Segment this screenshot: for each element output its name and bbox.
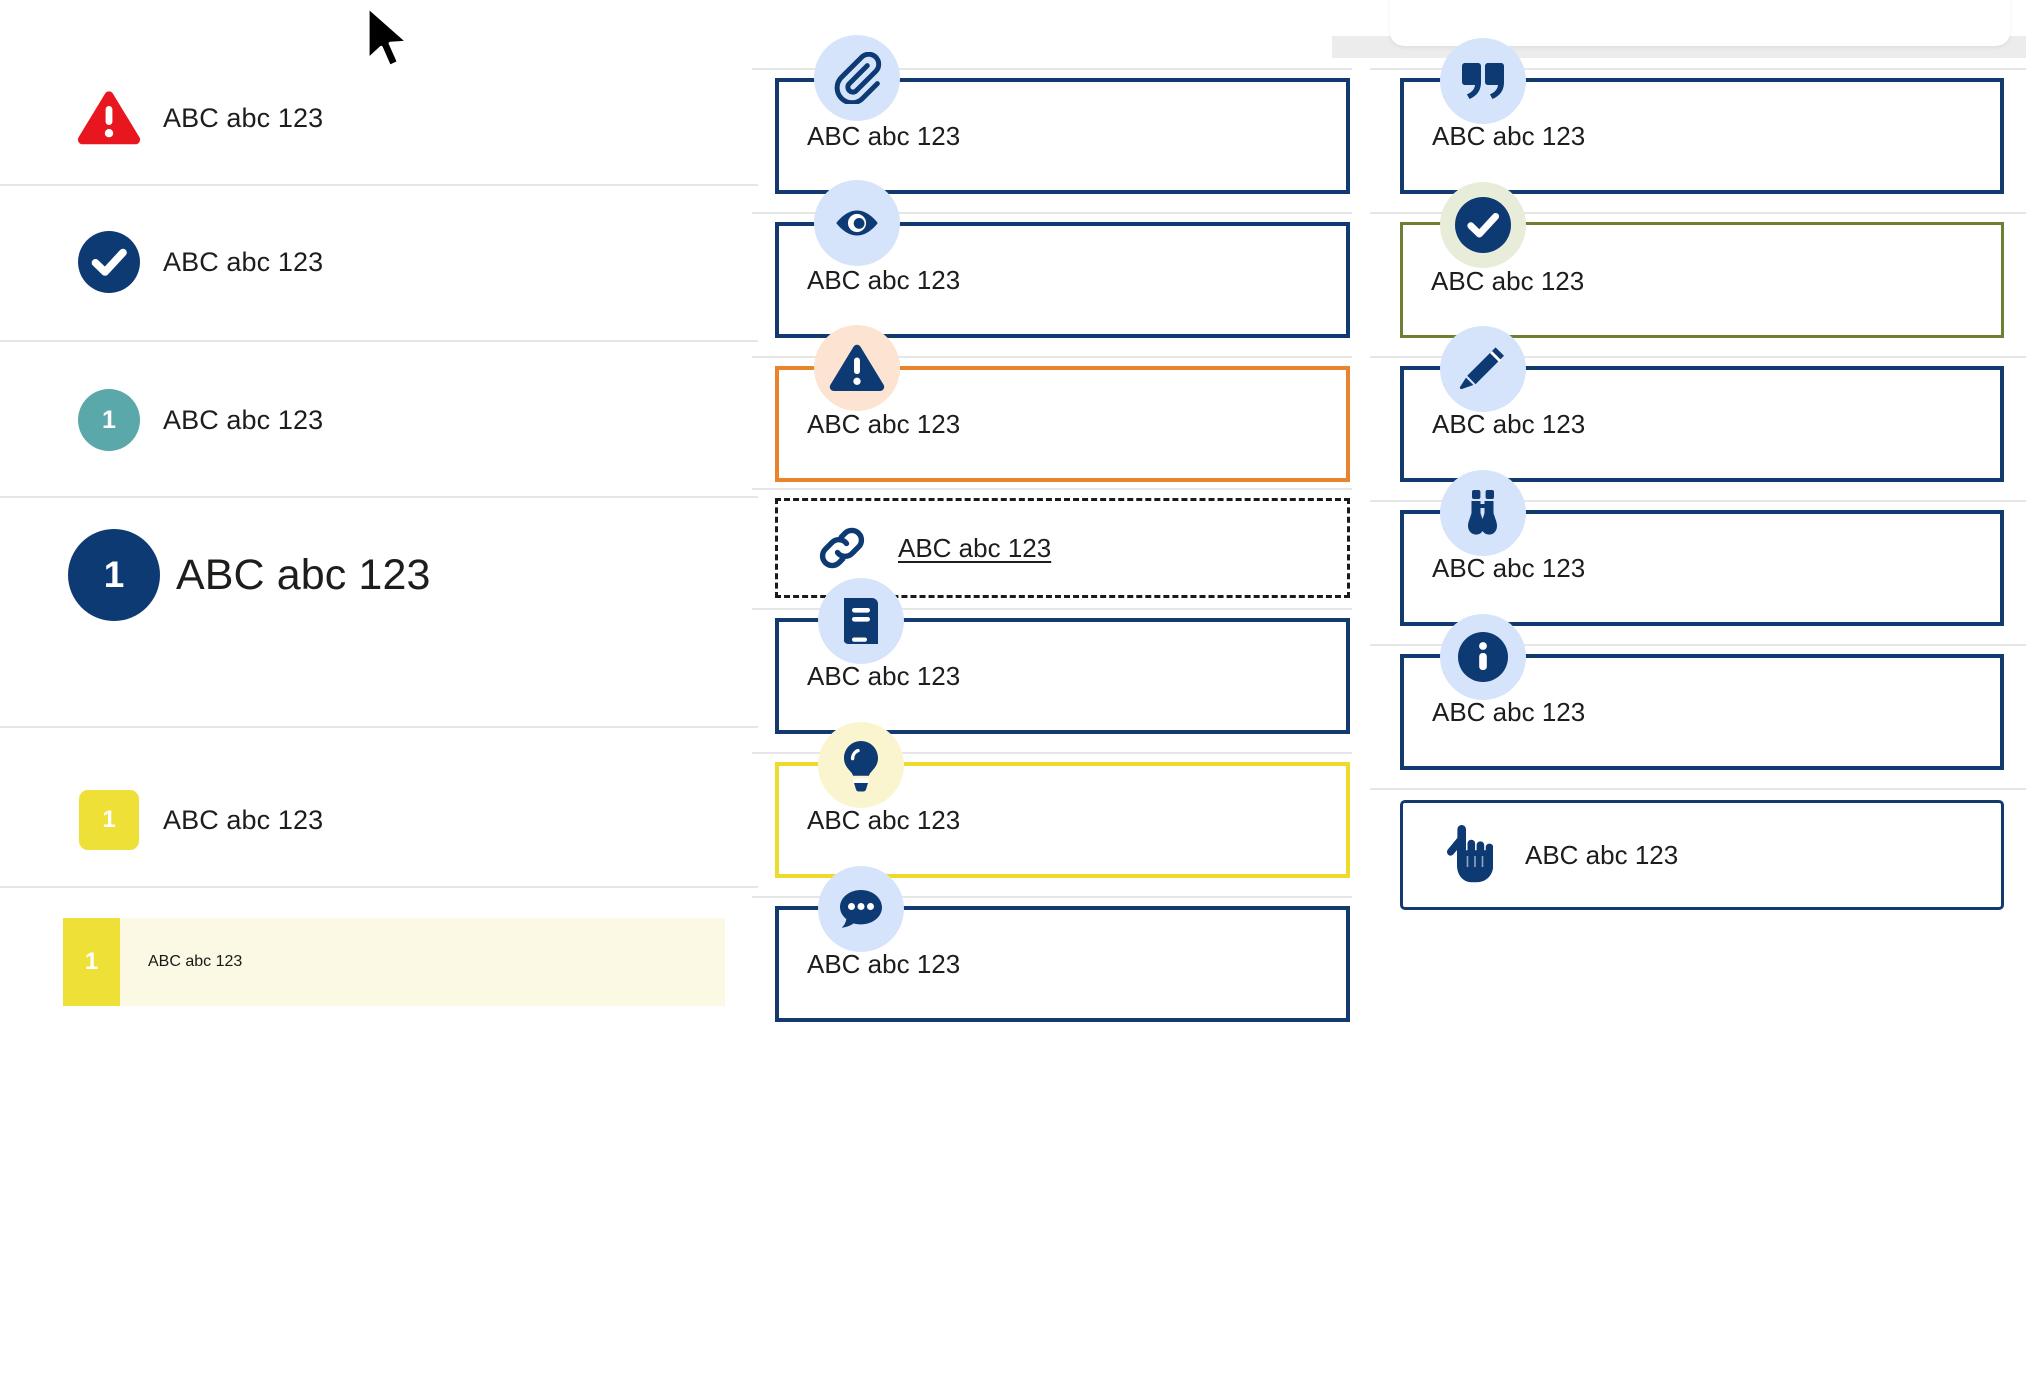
pointing-hand-icon bbox=[1413, 824, 1525, 886]
divider bbox=[1370, 212, 2026, 214]
number-circle-icon: 1 bbox=[52, 529, 176, 621]
divider bbox=[752, 896, 1352, 898]
card-label: ABC abc 123 bbox=[1432, 697, 1586, 727]
comment-icon bbox=[818, 866, 904, 952]
divider bbox=[752, 68, 1352, 70]
list-item-label: ABC abc 123 bbox=[176, 550, 431, 599]
divider bbox=[0, 496, 758, 498]
list-item-label: ABC abc 123 bbox=[163, 404, 324, 435]
quote-icon bbox=[1440, 38, 1526, 124]
card-label: ABC abc 123 bbox=[1432, 121, 1586, 151]
success-card[interactable]: ABC abc 123 bbox=[1400, 222, 2004, 338]
list-item-label: ABC abc 123 bbox=[163, 102, 324, 133]
list-item-label: ABC abc 123 bbox=[148, 953, 243, 970]
tip-card[interactable]: ABC abc 123 bbox=[775, 762, 1350, 878]
list-item[interactable] bbox=[0, 425, 758, 520]
divider bbox=[1370, 788, 2026, 790]
badge-number: 1 bbox=[84, 948, 99, 975]
pencil-icon bbox=[1440, 326, 1526, 412]
list-item-primary[interactable]: 1 ABC abc 123 bbox=[0, 523, 758, 627]
badge-number: 1 bbox=[68, 529, 160, 621]
link-icon bbox=[786, 522, 898, 574]
card-link-label[interactable]: ABC abc 123 bbox=[898, 532, 1052, 563]
badge-number: 1 bbox=[79, 790, 139, 850]
card-label: ABC abc 123 bbox=[1525, 839, 1679, 870]
list-item-label: ABC abc 123 bbox=[163, 246, 324, 277]
card-label: ABC abc 123 bbox=[807, 409, 961, 439]
number-circle-icon: 1 bbox=[55, 389, 163, 451]
badge-number-bar: 1 bbox=[63, 918, 120, 1006]
list-item[interactable]: ABC abc 123 bbox=[0, 222, 758, 302]
card-label: ABC abc 123 bbox=[807, 949, 961, 979]
check-circle-icon bbox=[1440, 182, 1526, 268]
preview-card[interactable]: ABC abc 123 bbox=[775, 222, 1350, 338]
divider bbox=[1370, 68, 2026, 70]
number-square-icon: 1 bbox=[55, 790, 163, 850]
lightbulb-icon bbox=[818, 722, 904, 808]
divider bbox=[752, 608, 1352, 610]
card-label: ABC abc 123 bbox=[807, 121, 961, 151]
list-item-label: ABC abc 123 bbox=[163, 804, 324, 835]
eye-icon bbox=[814, 180, 900, 266]
divider bbox=[752, 356, 1352, 358]
list-item[interactable]: ABC abc 123 bbox=[0, 78, 758, 158]
binoculars-icon bbox=[1440, 470, 1526, 556]
right-column: ABC abc 123 ABC abc 123 ABC abc 123 bbox=[1370, 0, 2026, 1392]
paperclip-icon bbox=[814, 35, 900, 121]
card-label: ABC abc 123 bbox=[1432, 409, 1586, 439]
divider bbox=[1370, 644, 2026, 646]
book-icon bbox=[818, 578, 904, 664]
left-panel: ABC abc 123 ABC abc 123 1 ABC abc 123 1 bbox=[0, 0, 758, 1392]
list-item[interactable]: 1 ABC abc 123 bbox=[0, 380, 758, 460]
comment-card[interactable]: ABC abc 123 bbox=[775, 906, 1350, 1022]
divider bbox=[752, 212, 1352, 214]
divider bbox=[0, 726, 758, 728]
info-circle-icon bbox=[1440, 614, 1526, 700]
middle-column: ABC abc 123 ABC abc 123 ABC abc 123 bbox=[752, 0, 1352, 1392]
divider bbox=[752, 488, 1352, 490]
divider bbox=[1370, 356, 2026, 358]
divider bbox=[0, 886, 758, 888]
card-label: ABC abc 123 bbox=[807, 265, 961, 295]
check-circle-icon bbox=[55, 231, 163, 293]
divider bbox=[1370, 500, 2026, 502]
card-label: ABC abc 123 bbox=[1431, 266, 1585, 296]
list-item-selected[interactable]: 1 ABC abc 123 bbox=[63, 918, 725, 1006]
list-item[interactable]: 1 ABC abc 123 bbox=[0, 780, 758, 860]
divider bbox=[0, 184, 758, 186]
action-card[interactable]: ABC abc 123 bbox=[1400, 800, 2004, 910]
card-label: ABC abc 123 bbox=[807, 661, 961, 691]
warning-triangle-icon bbox=[814, 325, 900, 411]
badge-number: 1 bbox=[78, 389, 140, 451]
warning-triangle-icon bbox=[55, 90, 163, 146]
card-label: ABC abc 123 bbox=[1432, 553, 1586, 583]
divider bbox=[0, 340, 758, 342]
card-label: ABC abc 123 bbox=[807, 805, 961, 835]
divider bbox=[752, 752, 1352, 754]
